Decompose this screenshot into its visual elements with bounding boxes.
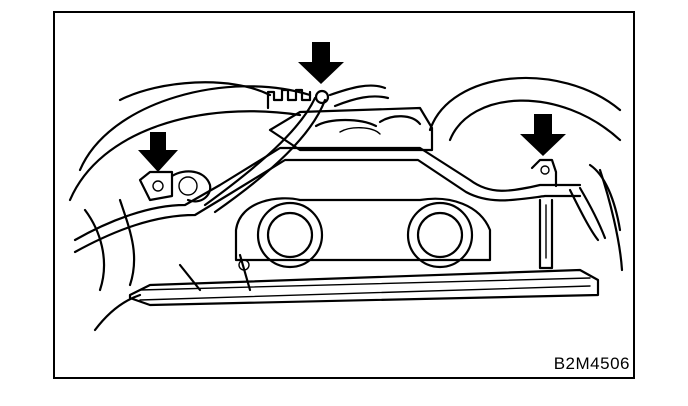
right-pulley-inner <box>416 211 464 259</box>
figure-id-label: B2M4506 <box>553 354 630 373</box>
right-clip-ring <box>540 165 550 175</box>
left-pulley-inner <box>266 211 314 259</box>
right-pulley-outer <box>406 201 474 269</box>
left-pulley-outer <box>256 201 324 269</box>
callout-arrow-right <box>520 114 566 156</box>
center-clip-ring <box>314 89 330 105</box>
engine-illustration <box>68 76 624 332</box>
callout-arrow-left <box>138 132 178 172</box>
figure-border <box>53 11 635 379</box>
callout-arrow-center <box>298 42 344 84</box>
